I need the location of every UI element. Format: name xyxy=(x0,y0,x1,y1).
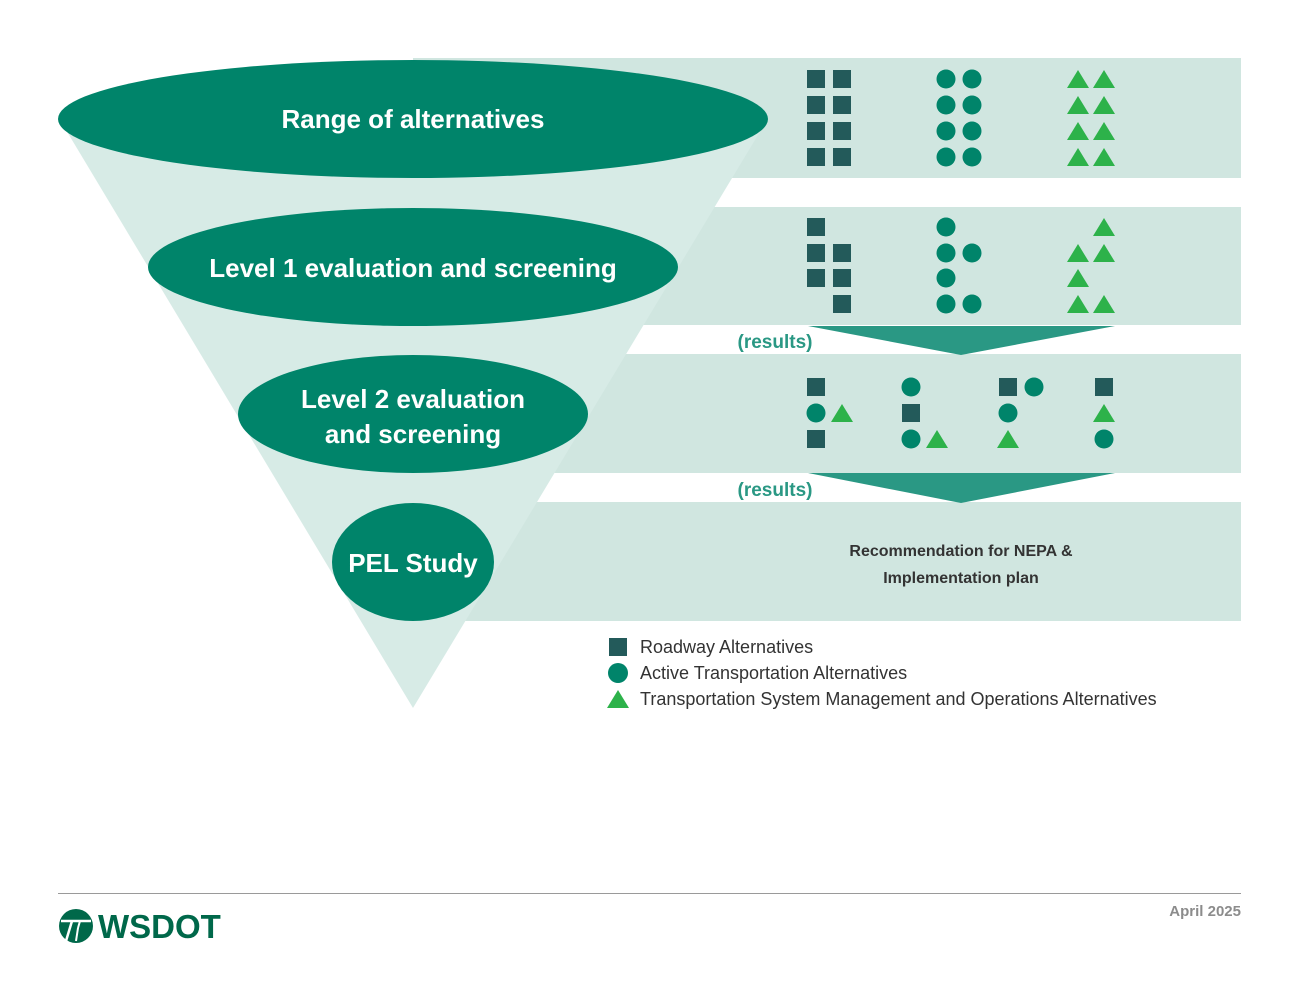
active-alternative-circle xyxy=(1024,377,1044,397)
band-pel xyxy=(413,502,1241,621)
legend: Roadway Alternatives Active Transportati… xyxy=(606,634,1157,712)
active-alternative-circle xyxy=(936,217,956,237)
stage-ellipse-level1[interactable] xyxy=(148,208,678,326)
footer-date: April 2025 xyxy=(1169,903,1241,920)
footer-divider xyxy=(58,893,1241,894)
tsmo-alternative-triangle xyxy=(1067,148,1089,166)
recommendation-line-2: Implementation plan xyxy=(883,570,1039,587)
roadway-alternative-square xyxy=(833,96,851,114)
logo-text: WSDOT xyxy=(98,907,221,945)
legend-label-tsmo: Transportation System Management and Ope… xyxy=(640,688,1157,709)
wsdot-emblem-icon xyxy=(59,909,93,943)
legend-item-active: Active Transportation Alternatives xyxy=(606,660,1157,686)
roadway-alternative-square xyxy=(833,122,851,140)
tsmo-alternative-triangle xyxy=(926,430,948,448)
roadway-alternative-square xyxy=(902,404,920,422)
roadway-alternative-square xyxy=(833,244,851,262)
stage-label-range: Range of alternatives xyxy=(282,104,545,134)
tsmo-alternative-triangle xyxy=(1093,404,1115,422)
stage-label-level2-line1: Level 2 evaluation xyxy=(301,384,525,414)
stage-label-level1: Level 1 evaluation and screening xyxy=(209,253,616,283)
roadway-alternative-square xyxy=(807,269,825,287)
active-alternative-circle xyxy=(998,403,1018,423)
stage-ellipse-range[interactable] xyxy=(58,60,768,178)
roadway-alternative-square xyxy=(999,378,1017,396)
results-label-2: (results) xyxy=(738,480,813,501)
tsmo-alternative-triangle xyxy=(1067,295,1089,313)
active-alternative-circle xyxy=(962,69,982,89)
legend-label-active: Active Transportation Alternatives xyxy=(640,662,908,683)
tsmo-alternative-triangle xyxy=(1067,96,1089,114)
active-alternative-circle xyxy=(1094,429,1114,449)
roadway-alternative-square xyxy=(1095,378,1113,396)
active-alternative-circle xyxy=(936,268,956,288)
active-alternative-circle xyxy=(936,69,956,89)
tsmo-alternative-triangle xyxy=(1093,70,1115,88)
tsmo-alternative-triangle xyxy=(1067,122,1089,140)
tsmo-alternative-triangle xyxy=(1093,122,1115,140)
tsmo-alternative-triangle xyxy=(1093,218,1115,236)
roadway-alternative-square xyxy=(807,430,825,448)
stage-ellipse-level2[interactable] xyxy=(238,355,588,473)
stage-label-level2-line2: and screening xyxy=(325,419,501,449)
tsmo-alternative-triangle xyxy=(1067,244,1089,262)
active-alternative-circle xyxy=(962,95,982,115)
roadway-alternative-square xyxy=(833,269,851,287)
active-alternative-circle xyxy=(936,121,956,141)
active-alternative-circle xyxy=(901,377,921,397)
tsmo-alternative-triangle xyxy=(1067,70,1089,88)
roadway-alternative-square xyxy=(807,122,825,140)
results-arrow-1[interactable] xyxy=(808,326,1115,355)
legend-item-roadway: Roadway Alternatives xyxy=(606,634,1157,660)
tsmo-alternative-triangle xyxy=(1067,269,1089,287)
roadway-alternative-square xyxy=(807,218,825,236)
roadway-alternative-square xyxy=(807,244,825,262)
roadway-alternative-square xyxy=(807,378,825,396)
recommendation-line-1: Recommendation for NEPA & xyxy=(849,543,1073,560)
active-alternative-circle xyxy=(936,294,956,314)
tsmo-alternative-triangle xyxy=(997,430,1019,448)
active-alternative-circle xyxy=(936,243,956,263)
active-alternative-circle xyxy=(901,429,921,449)
triangle-icon xyxy=(606,687,630,711)
stage-ellipse-pel[interactable] xyxy=(332,503,494,621)
active-alternative-circle xyxy=(936,95,956,115)
wsdot-logo[interactable]: WSDOT xyxy=(58,903,221,949)
roadway-alternative-square xyxy=(807,70,825,88)
roadway-alternative-square xyxy=(833,70,851,88)
legend-label-roadway: Roadway Alternatives xyxy=(640,636,814,657)
roadway-alternative-square xyxy=(833,295,851,313)
stage-label-pel: PEL Study xyxy=(348,548,478,578)
tsmo-alternative-triangle xyxy=(831,404,853,422)
alternative-symbols xyxy=(806,69,1115,449)
tsmo-alternative-triangle xyxy=(1093,148,1115,166)
tsmo-alternative-triangle xyxy=(1093,96,1115,114)
active-alternative-circle xyxy=(806,403,826,423)
roadway-alternative-square xyxy=(807,96,825,114)
roadway-alternative-square xyxy=(833,148,851,166)
active-alternative-circle xyxy=(962,243,982,263)
legend-item-tsmo: Transportation System Management and Ope… xyxy=(606,686,1157,712)
results-arrow-2[interactable] xyxy=(808,473,1115,503)
square-icon xyxy=(606,635,630,659)
tsmo-alternative-triangle xyxy=(1093,244,1115,262)
roadway-alternative-square xyxy=(807,148,825,166)
results-label-1: (results) xyxy=(738,332,813,353)
active-alternative-circle xyxy=(936,147,956,167)
active-alternative-circle xyxy=(962,147,982,167)
circle-icon xyxy=(606,661,630,685)
active-alternative-circle xyxy=(962,294,982,314)
active-alternative-circle xyxy=(962,121,982,141)
tsmo-alternative-triangle xyxy=(1093,295,1115,313)
